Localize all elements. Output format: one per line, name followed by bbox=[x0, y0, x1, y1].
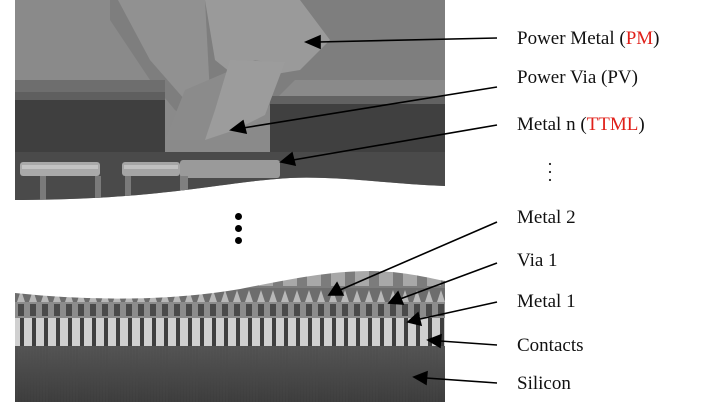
arrow-power-metal-head bbox=[303, 34, 321, 50]
annotation-arrows bbox=[229, 34, 498, 386]
label-via-1: Via 1 bbox=[517, 250, 558, 271]
arrow-metal-n-head bbox=[279, 151, 297, 167]
arrow-contacts-head bbox=[426, 333, 442, 349]
arrow-via-1-head bbox=[387, 290, 405, 305]
arrow-metal-1-head bbox=[406, 311, 423, 327]
arrow-power-via-head bbox=[229, 119, 248, 135]
arrow-metal-1 bbox=[419, 301, 498, 320]
label-metal-n: Metal n (TTML) bbox=[517, 114, 645, 135]
arrow-silicon bbox=[425, 377, 498, 384]
label-continuation-dots: ··· bbox=[547, 154, 553, 190]
label-contacts: Contacts bbox=[517, 335, 584, 356]
label-silicon: Silicon bbox=[517, 373, 571, 394]
arrow-power-via bbox=[242, 86, 498, 129]
label-metal-1: Metal 1 bbox=[517, 291, 576, 312]
arrow-via-1 bbox=[399, 262, 498, 300]
arrow-contacts bbox=[439, 340, 498, 346]
arrow-metal-n bbox=[292, 124, 498, 161]
arrow-metal-2 bbox=[339, 221, 498, 291]
label-power-metal: Power Metal (PM) bbox=[517, 28, 660, 49]
arrow-silicon-head bbox=[412, 370, 428, 386]
top-sem-panel bbox=[15, 0, 445, 200]
continuation-dots bbox=[232, 213, 244, 249]
arrow-metal-2-head bbox=[327, 281, 345, 296]
arrow-power-metal bbox=[317, 37, 498, 43]
label-metal-2: Metal 2 bbox=[517, 207, 576, 228]
bottom-sem-panel bbox=[15, 270, 445, 402]
label-power-via: Power Via (PV) bbox=[517, 67, 638, 88]
